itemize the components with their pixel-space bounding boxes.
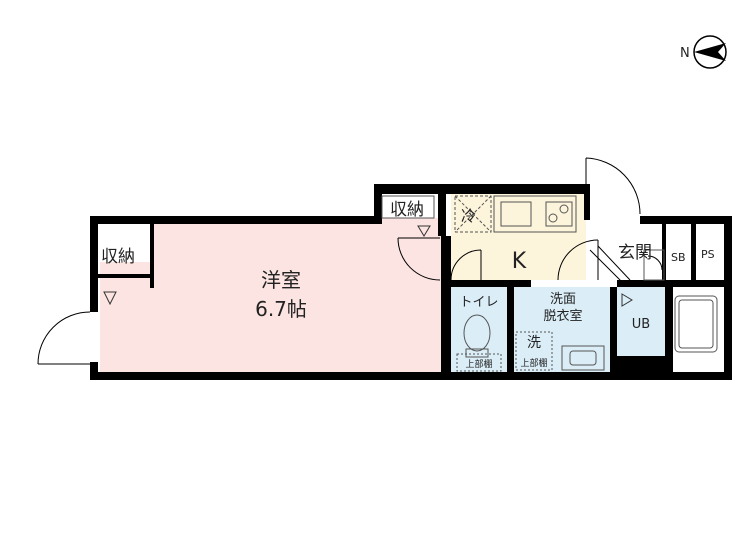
bath-label: UB	[632, 317, 650, 332]
western-room-name: 洋室	[261, 268, 301, 292]
western-room-floor	[153, 218, 441, 372]
kitchen-floor	[451, 194, 586, 280]
entrance-label: 玄関	[618, 243, 652, 263]
toilet-floor	[451, 287, 507, 373]
toilet-label: トイレ	[459, 295, 498, 310]
kitchen-sink-icon	[500, 201, 532, 227]
washer-space	[515, 331, 553, 371]
compass-north-label: N	[680, 46, 690, 61]
doors	[37, 157, 663, 365]
kitchen-counter	[493, 195, 577, 233]
burner-icon	[548, 213, 558, 223]
compass: N	[680, 35, 727, 69]
burner-icon	[559, 204, 569, 214]
bath-entry-floor	[617, 287, 665, 359]
bathtub-icon	[674, 295, 718, 353]
washer-label: 洗	[527, 335, 541, 351]
bath-door-marker-icon	[621, 293, 633, 307]
fridge-label: 冷	[461, 207, 476, 225]
shoe-box-label: SB	[671, 251, 686, 264]
closet-top-label: 収納	[390, 200, 424, 220]
closet-left-label: 収納	[101, 247, 135, 267]
kitchen-label: K	[512, 249, 527, 274]
closet-door-marker-icon	[103, 291, 117, 306]
toilet-shelf	[456, 353, 502, 372]
washer-shelf-label: 上部棚	[520, 357, 547, 369]
pipe-space-label: PS	[701, 248, 715, 261]
western-room-alcove	[100, 262, 154, 372]
closet-door-marker-icon	[417, 225, 431, 237]
washroom-label-line1: 洗面	[550, 292, 576, 307]
fridge-space	[454, 195, 492, 233]
stove-icon	[545, 201, 573, 227]
shoe-box	[643, 249, 665, 281]
washbasin-icon	[561, 345, 605, 371]
toilet-icon	[463, 314, 491, 352]
toilet-shelf-label: 上部棚	[465, 358, 492, 370]
washroom-label-line2: 脱衣室	[543, 308, 582, 324]
top-closet-box	[381, 195, 435, 219]
western-room-size: 6.7帖	[255, 297, 307, 321]
compass-arrow-icon	[694, 43, 726, 61]
